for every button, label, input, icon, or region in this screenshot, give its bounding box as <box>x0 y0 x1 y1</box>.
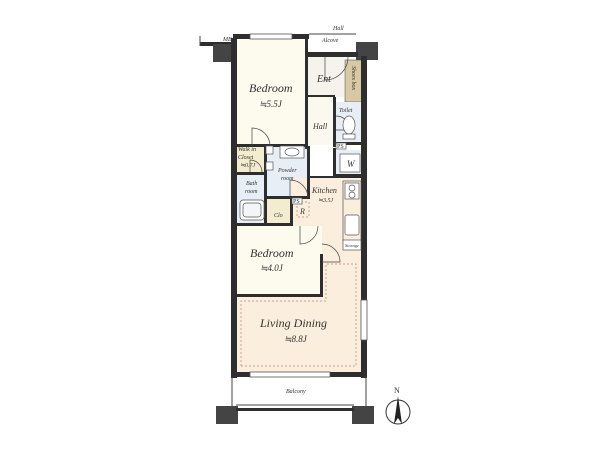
ps-box-1 <box>335 142 347 150</box>
balcony-rail <box>236 408 354 411</box>
wall-w-left <box>333 148 336 176</box>
label-ent: Ent <box>316 74 331 85</box>
labels: Hall Alcove MB Ent Shoes box Bedroom ≒5.… <box>222 26 359 395</box>
dashed-outlines <box>240 201 357 367</box>
outer-wall-right <box>361 56 367 378</box>
storage-box <box>342 239 362 251</box>
balcony-frame <box>199 33 367 410</box>
north-label: N <box>394 386 400 395</box>
door-walkin <box>249 159 263 173</box>
top-wall-ent <box>306 52 358 57</box>
column-bottom-right <box>352 406 374 424</box>
column-top-right <box>356 42 378 60</box>
label-hall-top: Hall <box>332 26 344 32</box>
label-hall: Hall <box>312 122 328 131</box>
door-powder <box>289 179 309 199</box>
wall-walkin-bottom <box>237 172 266 175</box>
label-r: R <box>299 207 305 216</box>
label-ps-2: PS <box>293 199 300 205</box>
wall-powder-right <box>307 146 310 198</box>
living-dashed-outline <box>240 263 357 367</box>
wall-w-bottom <box>333 174 363 177</box>
door-bedroom2 <box>299 225 319 245</box>
wall-closet-right <box>290 198 293 226</box>
walkin-ps-box <box>265 145 274 155</box>
fixtures <box>239 115 362 251</box>
wall-bedroom2-bottom <box>237 294 322 297</box>
washbasin <box>284 147 300 157</box>
washing-machine-pan <box>339 153 361 173</box>
window-bedroom1 <box>249 33 293 40</box>
door-living <box>321 243 341 263</box>
label-powder-2: room <box>281 176 294 182</box>
toilet-fixture <box>342 115 356 135</box>
windows <box>249 33 368 378</box>
kitchen-sink <box>344 214 360 236</box>
label-bedroom-1: Bedroom <box>249 81 293 95</box>
wall-kitchen-top <box>310 176 362 178</box>
entrance-floor <box>307 57 344 97</box>
label-bedroom-2: Bedroom <box>250 246 294 260</box>
wall-powder-bottom <box>266 196 310 199</box>
outer-wall-left <box>231 38 237 378</box>
label-bedroom-2-size: ≒4.0J <box>260 263 284 273</box>
balcony-floor <box>230 378 368 408</box>
label-living-dining-size: ≒8.8J <box>284 334 308 344</box>
label-shoes-box: Shoes box <box>350 66 356 90</box>
label-bedroom-1-size: ≒5.5J <box>259 99 283 109</box>
label-w: W <box>347 159 356 169</box>
column-bottom-left <box>216 406 238 424</box>
label-clo: Clo <box>274 213 283 219</box>
label-walk-in-2: Closet <box>238 155 254 161</box>
label-bath-2: room <box>245 189 258 195</box>
bedroom-1-floor <box>237 40 307 146</box>
label-toilet: Toilet <box>339 108 353 114</box>
north-arrow-pointer <box>394 396 402 424</box>
label-storage: Storage <box>345 243 359 248</box>
wall-walkin-right <box>264 146 267 226</box>
wall-bedroom2-right <box>320 254 323 297</box>
burner-1 <box>348 184 356 192</box>
label-walk-in-1: Walk in <box>238 147 256 153</box>
door-bedroom1 <box>251 127 271 147</box>
label-powder-1: Powder <box>277 168 297 174</box>
label-bath-1: Bath <box>246 181 257 187</box>
wall-bedroom1-bottom <box>237 144 307 147</box>
label-alcove: Alcove <box>321 38 339 44</box>
bathtub-inner <box>242 202 262 218</box>
wall-toilet-left <box>333 97 336 147</box>
window-living-right <box>360 299 368 341</box>
north-arrow: N <box>385 386 411 425</box>
label-mb: MB <box>222 37 232 43</box>
window-balcony <box>249 371 331 378</box>
label-kitchen: Kitchen <box>311 186 337 195</box>
label-kitchen-size: ≒3.5J <box>318 198 334 204</box>
closet-floor <box>266 198 292 226</box>
label-ps: PS <box>337 144 344 150</box>
living-dining-floor <box>236 254 362 372</box>
burner-2 <box>348 191 356 199</box>
kitchen-dashed-outline <box>296 201 310 218</box>
hall-floor <box>307 97 335 145</box>
column-top-left <box>213 44 233 62</box>
door-entrance <box>324 56 349 81</box>
wall-toilet-bottom <box>333 142 363 145</box>
label-balcony: Balcony <box>286 389 306 395</box>
walkin-ps-box-2 <box>265 161 274 171</box>
ps-box-2 <box>291 197 303 205</box>
wall-bedroom1-right <box>305 38 308 149</box>
wall-bath-bottom <box>237 223 292 226</box>
label-walk-in-3: ≒0.7J <box>240 163 256 169</box>
toilet-tank <box>342 133 356 140</box>
wall-ent-bottom <box>307 95 335 97</box>
label-living-dining: Living Dining <box>259 316 327 330</box>
bedroom-2-floor <box>236 226 322 295</box>
